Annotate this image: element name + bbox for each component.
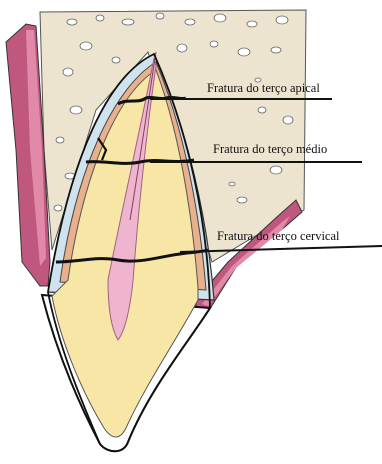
label-fratura-apical: Fratura do terço apical — [207, 82, 320, 95]
label-fratura-cervical: Fratura do terço cervical — [217, 230, 340, 243]
label-fratura-medio: Fratura do terço médio — [213, 143, 327, 156]
